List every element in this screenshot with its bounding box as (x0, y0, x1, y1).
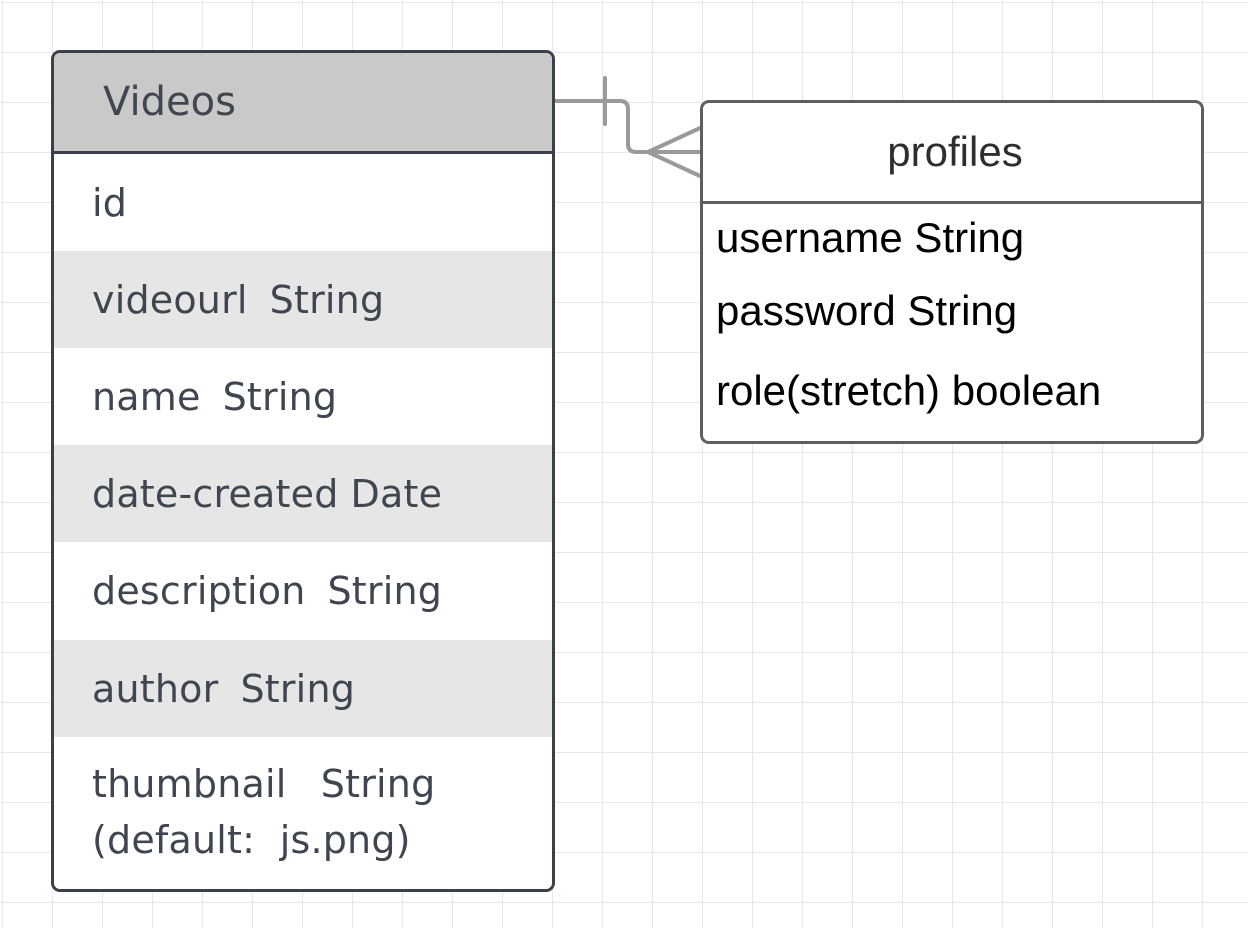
videos-field-thumbnail[interactable]: thumbnail String (default: js.png) (54, 737, 552, 886)
videos-field-videourl[interactable]: videourl String (54, 251, 552, 348)
videos-entity-title: Videos (103, 79, 236, 125)
relationship-line (550, 99, 702, 154)
field-type: Date (350, 471, 443, 516)
field-type: String (269, 277, 385, 322)
videos-field-name[interactable]: name String (54, 348, 552, 445)
field-name: name (92, 374, 201, 419)
field-default-note: (default: js.png) (92, 817, 411, 862)
profiles-field-password[interactable]: password String (716, 287, 1018, 334)
videos-field-date-created[interactable]: date-created Date (54, 445, 552, 542)
field-name: thumbnail (92, 761, 287, 806)
field-name: description (92, 569, 306, 613)
videos-field-id[interactable]: id (54, 154, 552, 251)
field-type: String (240, 666, 356, 711)
field-name: author (92, 666, 219, 711)
crowfoot-lower (646, 150, 702, 178)
field-name: id (92, 180, 128, 225)
field-name: videourl (92, 277, 248, 322)
field-name: date-created (92, 471, 339, 516)
field-type: String (320, 761, 436, 806)
videos-entity[interactable]: Videos id videourl String name String da… (51, 50, 555, 892)
thumbnail-line: thumbnail String (92, 756, 435, 812)
profiles-entity-title: profiles (887, 128, 1023, 175)
field-type: String (222, 374, 338, 419)
videos-field-author[interactable]: author String (54, 640, 552, 737)
profiles-entity-header[interactable]: profiles (703, 103, 1201, 204)
crowfoot-upper (646, 126, 702, 154)
videos-field-description[interactable]: description String (54, 542, 552, 640)
profiles-field-username[interactable]: username String (716, 213, 1025, 261)
profiles-field-role[interactable]: role(stretch) boolean (716, 367, 1102, 414)
profiles-entity-body: username String password String role(str… (703, 204, 1201, 431)
videos-entity-header[interactable]: Videos (54, 53, 552, 154)
profiles-entity[interactable]: profiles username String password String… (700, 100, 1204, 444)
field-type: String (327, 569, 443, 613)
